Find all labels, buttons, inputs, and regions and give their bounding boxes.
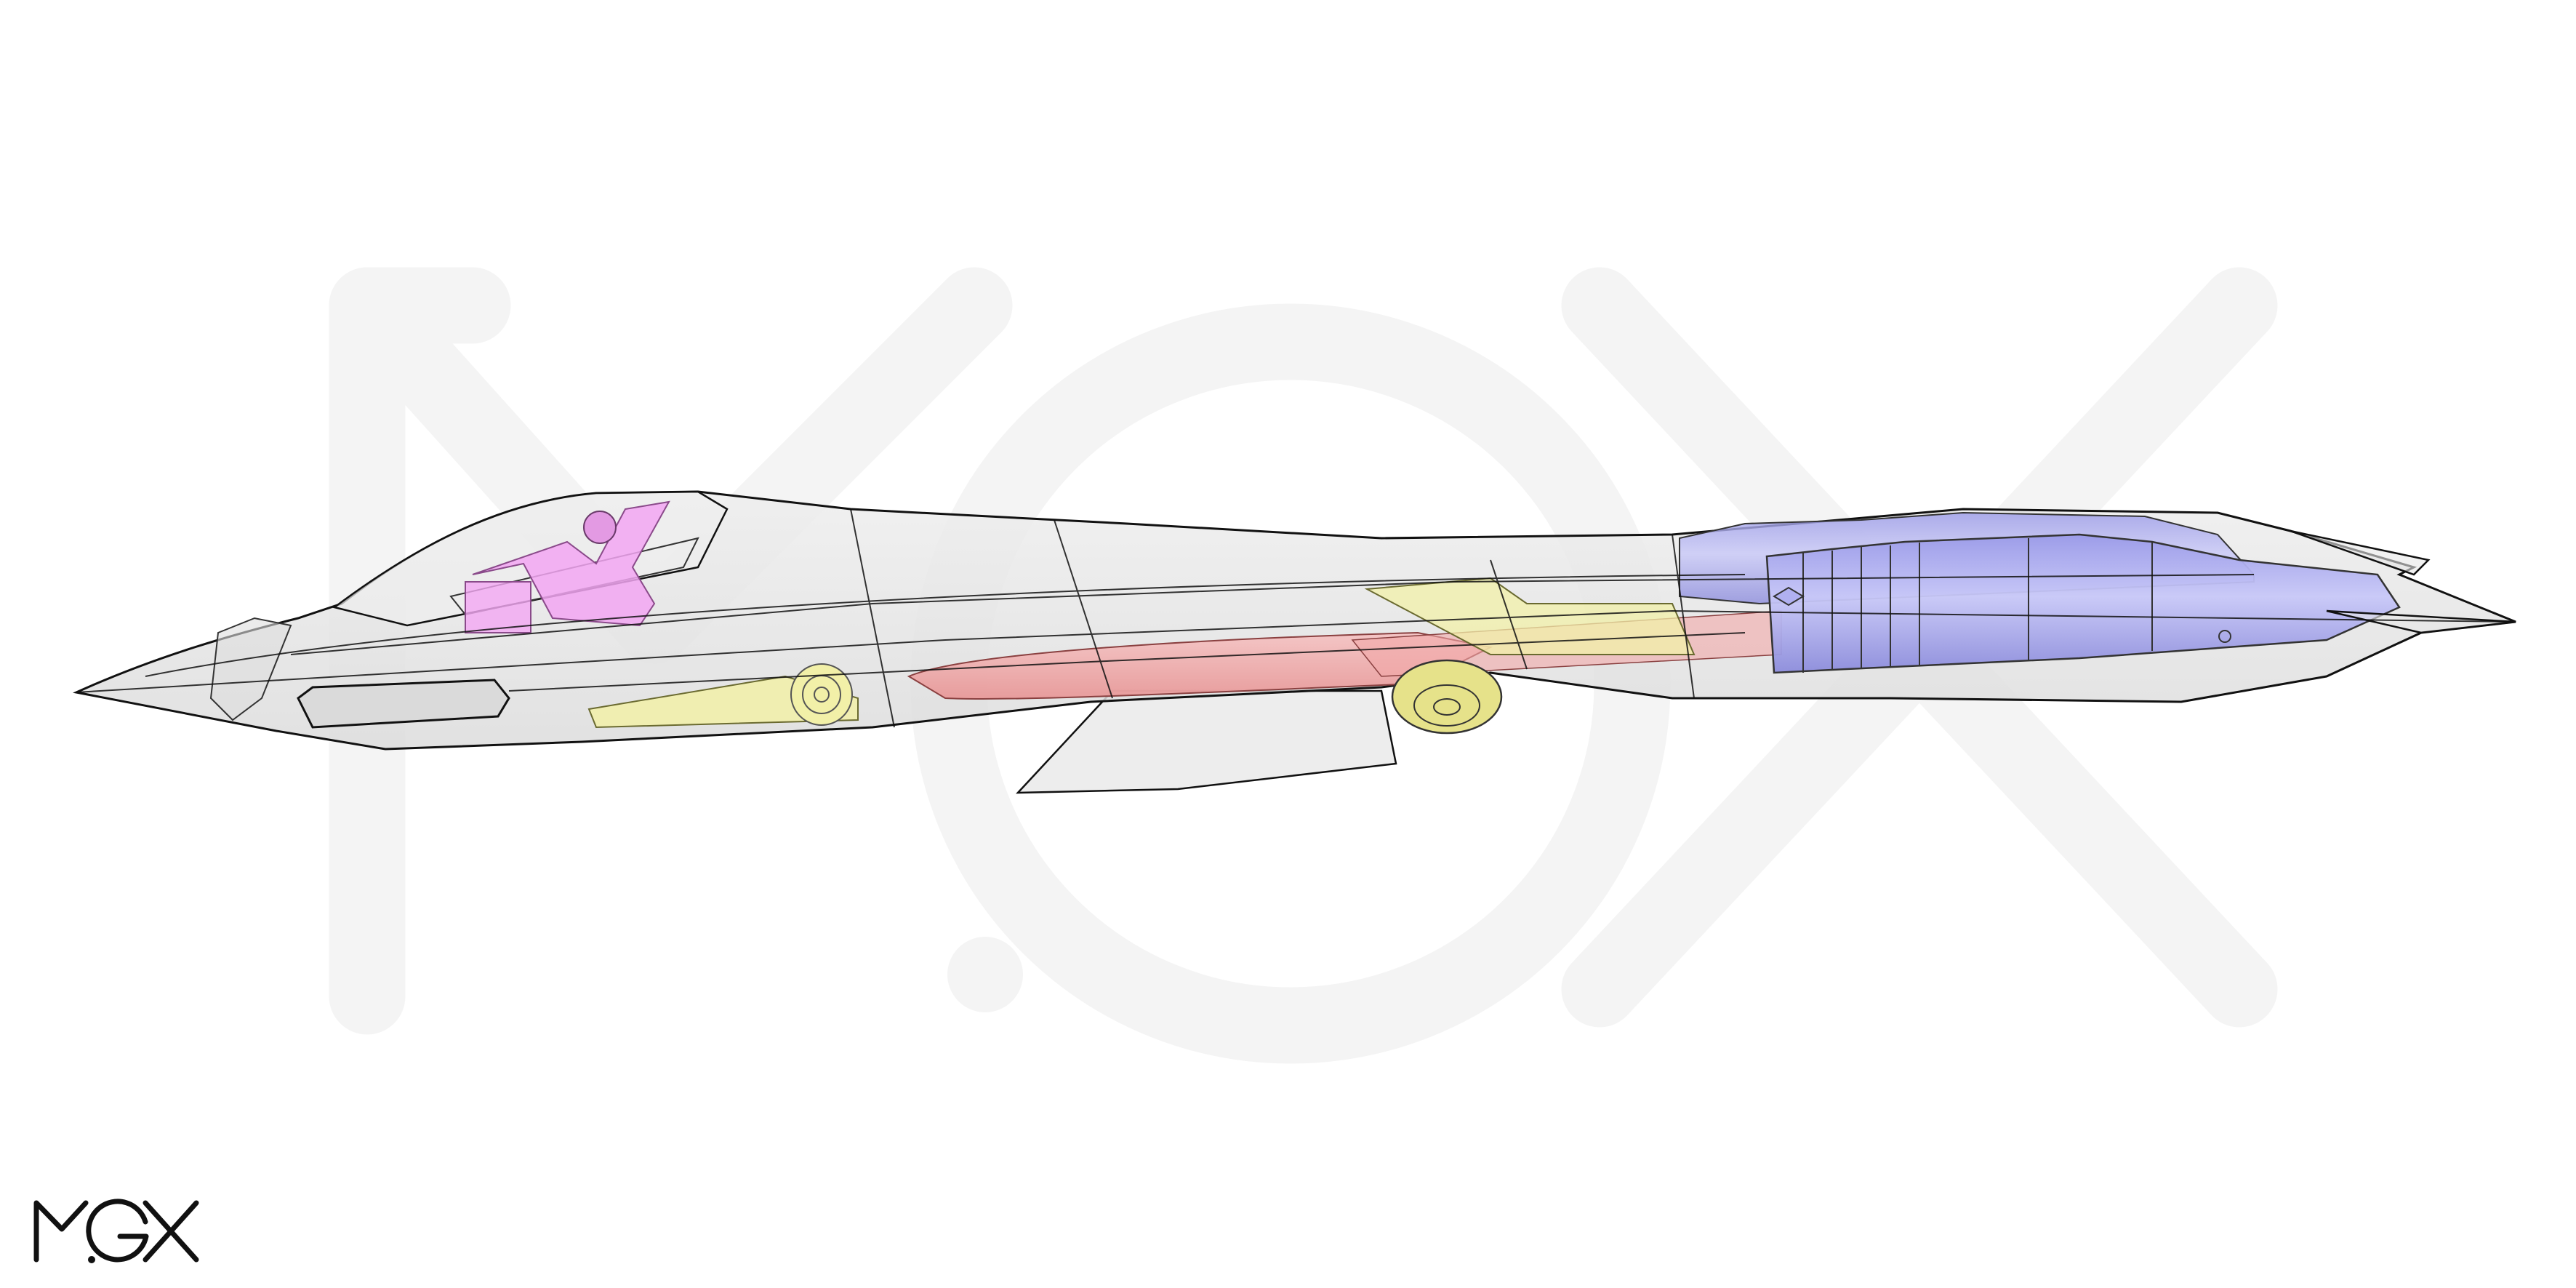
watermark-dot bbox=[947, 937, 1023, 1012]
nose-gear-wheel bbox=[790, 663, 853, 726]
pilot-and-ejection-seat bbox=[472, 500, 670, 627]
engine-cone bbox=[1773, 586, 1805, 607]
horizontal-stabilizer bbox=[2290, 529, 2431, 576]
tail-tip bbox=[2326, 609, 2516, 634]
mgx-logo: MGX bbox=[29, 1193, 204, 1265]
engine-near bbox=[1765, 533, 2401, 674]
instrument-panel bbox=[465, 581, 531, 633]
nose-landing-gear bbox=[587, 675, 859, 729]
ventral-fin bbox=[1016, 689, 1397, 794]
main-gear-wheel bbox=[1391, 659, 1503, 735]
radar-bulkhead bbox=[209, 617, 292, 721]
pilot-helmet bbox=[583, 511, 617, 544]
intake bbox=[297, 679, 510, 729]
